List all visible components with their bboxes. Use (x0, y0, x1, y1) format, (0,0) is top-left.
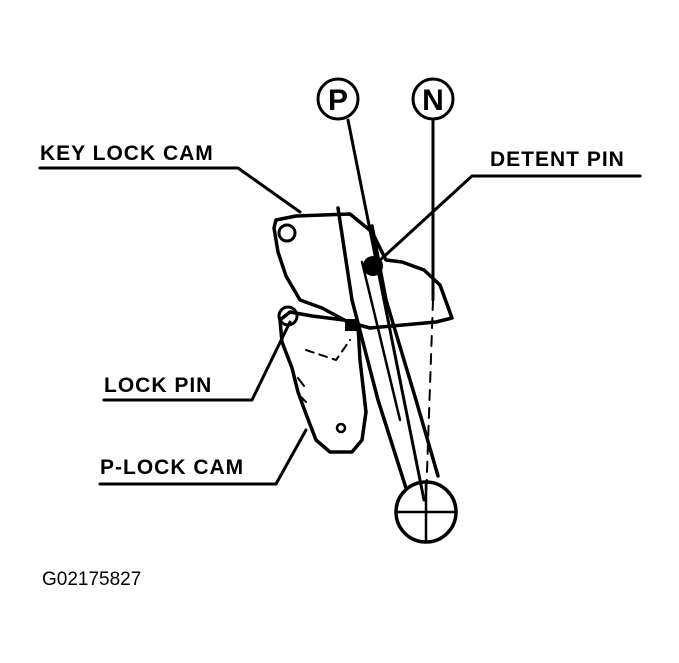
lock-pin-leader (102, 320, 292, 402)
neutral-position-marker: N (411, 77, 455, 121)
neutral-position-dashed (425, 299, 434, 501)
key-lock-cam-leader (38, 166, 302, 214)
lock-pin (277, 305, 299, 327)
lever-block (345, 319, 357, 331)
detent-pin-label: DETENT PIN (490, 148, 625, 171)
selector-lever (336, 206, 440, 490)
p-lock-cam-hole (335, 422, 347, 434)
park-circle (316, 77, 360, 121)
detent-pin-leader (376, 174, 642, 264)
p-lock-cam-marks (297, 377, 307, 403)
leader-lines (38, 166, 642, 486)
p-lock-cam-leader (98, 428, 308, 486)
park-letter: P (328, 84, 348, 117)
key-lock-cam (272, 212, 454, 330)
p-lock-cam (278, 310, 368, 454)
p-lock-cam-hidden-edge (305, 339, 351, 361)
neutral-circle (411, 77, 455, 121)
lever-inner-edge (360, 260, 402, 422)
lever-outer-edge-left (336, 206, 408, 490)
p-lock-cam-label: P-LOCK CAM (100, 456, 244, 479)
park-position-marker: P (316, 77, 360, 121)
figure-id: G02175827 (42, 569, 141, 590)
lock-pin-label: LOCK PIN (104, 374, 212, 397)
park-position-line (346, 118, 426, 502)
key-lock-cam-label: KEY LOCK CAM (40, 142, 214, 165)
detent-pin (363, 256, 383, 276)
lever-pivot-crosshair (394, 480, 458, 544)
key-lock-cam-hole (277, 223, 297, 243)
neutral-letter: N (422, 84, 444, 117)
